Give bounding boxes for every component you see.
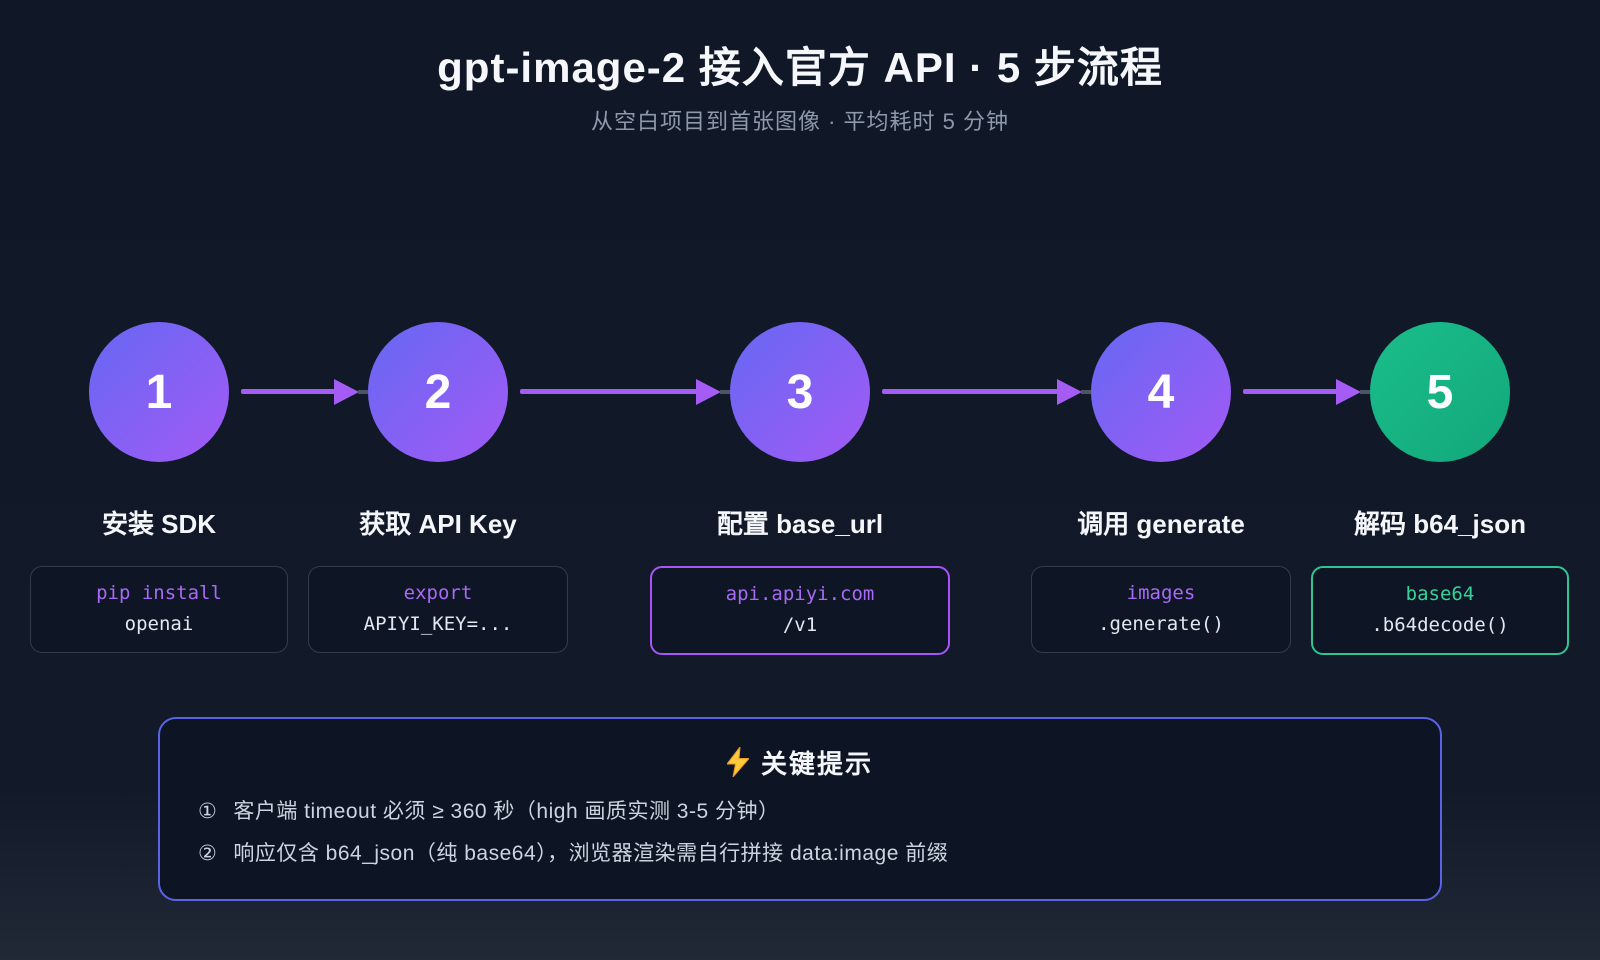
flow-arrow-icon-3: [882, 379, 1091, 405]
step-1-label: 安装 SDK: [101, 509, 217, 539]
tip-item-1: ① 客户端 timeout 必须 ≥ 360 秒（high 画质实测 3-5 分…: [198, 795, 1402, 829]
step-3-label: 配置 base_url: [716, 509, 884, 539]
step-1-number: 1: [145, 365, 173, 419]
step-2-number: 2: [424, 365, 452, 419]
flow-arrow-icon-1: [241, 379, 368, 405]
step-column-5: 5 解码 b64_json base64 .b64decode(): [1311, 322, 1569, 655]
tip-item-2: ② 响应仅含 b64_json（纯 base64），浏览器渲染需自行拼接 dat…: [198, 837, 1402, 871]
step-2-circle: 2: [368, 322, 508, 462]
step-4-number: 4: [1147, 365, 1175, 419]
step-5-number: 5: [1426, 365, 1454, 419]
step-5-code-box: base64 .b64decode(): [1311, 566, 1569, 655]
step-2-code-line2: APIYI_KEY=...: [363, 613, 513, 635]
tip-item-1-marker: ①: [198, 800, 218, 823]
step-1-code-box: pip install openai: [30, 566, 288, 653]
step-5-label: 解码 b64_json: [1354, 509, 1526, 539]
tips-header: 关键提示: [198, 745, 1402, 779]
step-column-2: 2 获取 API Key export APIYI_KEY=...: [308, 322, 568, 653]
tips-panel: 关键提示 ① 客户端 timeout 必须 ≥ 360 秒（high 画质实测 …: [158, 717, 1442, 901]
tip-item-2-marker: ②: [198, 842, 218, 865]
step-5-code-line2: .b64decode(): [1371, 614, 1509, 636]
step-2-code-box: export APIYI_KEY=...: [308, 566, 568, 653]
step-1-code-line1: pip install: [96, 582, 222, 604]
step-3-circle: 3: [730, 322, 870, 462]
step-5-code-line1: base64: [1405, 583, 1475, 605]
step-4-circle: 4: [1091, 322, 1231, 462]
step-1-code-line2: openai: [124, 613, 194, 635]
tip-item-1-text: 客户端 timeout 必须 ≥ 360 秒（high 画质实测 3-5 分钟）: [233, 800, 780, 823]
step-column-1: 1 安装 SDK pip install openai: [30, 322, 288, 653]
step-5-circle: 5: [1370, 322, 1510, 462]
step-4-code-box: images .generate(): [1031, 566, 1291, 653]
step-3-code-line2: /v1: [782, 614, 818, 636]
step-4-code-line1: images: [1126, 582, 1196, 604]
step-4-label: 调用 generate: [1077, 509, 1245, 539]
step-2-label: 获取 API Key: [359, 509, 517, 539]
flow-arrow-icon-2: [520, 379, 730, 405]
step-column-4: 4 调用 generate images .generate(): [1031, 322, 1291, 653]
step-3-code-box: api.apiyi.com /v1: [650, 566, 950, 655]
flow-arrow-icon-4: [1243, 379, 1370, 405]
step-1-circle: 1: [89, 322, 229, 462]
step-3-code-line1: api.apiyi.com: [725, 583, 875, 605]
step-column-3: 3 配置 base_url api.apiyi.com /v1: [650, 322, 950, 655]
step-4-code-line2: .generate(): [1098, 613, 1224, 635]
page-subtitle: 从空白项目到首张图像 · 平均耗时 5 分钟: [590, 109, 1009, 134]
tips-title: 关键提示: [760, 748, 873, 779]
page-title: gpt-image-2 接入官方 API · 5 步流程: [437, 44, 1163, 91]
lightning-icon: [726, 747, 749, 777]
tip-item-2-text: 响应仅含 b64_json（纯 base64），浏览器渲染需自行拼接 data:…: [233, 842, 949, 865]
step-2-code-line1: export: [403, 582, 473, 604]
step-3-number: 3: [786, 365, 814, 419]
